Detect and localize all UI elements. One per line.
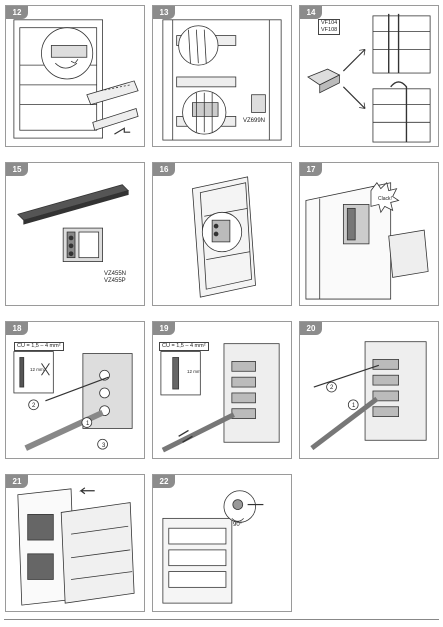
- part-code-box: VF104 VF108: [318, 19, 341, 35]
- step-15-illustration: [17, 184, 129, 262]
- step-number: 13: [153, 6, 175, 19]
- strip-length: 12 mm: [30, 367, 44, 372]
- step-20-illustration: [310, 341, 427, 451]
- step-panel-13: 13 VZ699N: [152, 5, 292, 147]
- step-12-illustration: [13, 19, 139, 139]
- step-number: 20: [300, 322, 322, 335]
- step-number: 14: [300, 6, 322, 19]
- part-code: VZ455P: [104, 278, 126, 284]
- step-number: 21: [6, 475, 28, 488]
- clack-callout: Clack!: [378, 196, 392, 202]
- step-panel-20: 20 1 2: [299, 321, 439, 459]
- step-14-illustration: [307, 13, 431, 143]
- step-13-illustration: [162, 19, 282, 141]
- step-panel-22: 22 90°: [152, 474, 292, 612]
- step-panel-19: 19 CU = 1,5 – 4 mm² 12 mm: [152, 321, 292, 459]
- cross-section-label: CU = 1,5 – 4 mm²: [159, 342, 209, 351]
- step-number: 17: [300, 163, 322, 176]
- step-marker: 2: [32, 403, 36, 409]
- footer-divider: [4, 619, 439, 620]
- part-code: VF104: [321, 20, 338, 26]
- step-panel-12: 12: [5, 5, 145, 147]
- step-22-illustration: [162, 490, 264, 604]
- step-panel-15: 15 VZ455N VZ455P: [5, 162, 145, 306]
- step-panel-21: 21: [5, 474, 145, 612]
- step-panel-18: 18 CU = 1,5 – 4 mm² 12 mm 1 2 3: [5, 321, 145, 459]
- step-number: 16: [153, 163, 175, 176]
- step-16-illustration: [192, 176, 256, 298]
- step-number: 19: [153, 322, 175, 335]
- step-19-illustration: [160, 343, 280, 453]
- step-17-illustration: [305, 181, 429, 300]
- step-18-illustration: [13, 351, 133, 451]
- step-marker: 1: [86, 421, 90, 427]
- step-marker: 1: [352, 403, 356, 409]
- step-panel-17: 17 Clack!: [299, 162, 439, 306]
- step-21-illustration: [17, 487, 135, 606]
- rotation-angle: 90°: [233, 522, 243, 528]
- step-number: 15: [6, 163, 28, 176]
- strip-length: 12 mm: [187, 369, 201, 374]
- step-number: 12: [6, 6, 28, 19]
- step-panel-14: 14 VF104 VF108: [299, 5, 439, 147]
- part-code: VF108: [321, 27, 338, 33]
- step-marker: 3: [102, 443, 106, 449]
- step-number: 18: [6, 322, 28, 335]
- part-code: VZ455N: [104, 271, 127, 277]
- cross-section-label: CU = 1,5 – 4 mm²: [14, 342, 64, 351]
- step-marker: 2: [330, 385, 334, 391]
- part-code: VZ699N: [243, 118, 266, 124]
- step-panel-16: 16: [152, 162, 292, 306]
- step-number: 22: [153, 475, 175, 488]
